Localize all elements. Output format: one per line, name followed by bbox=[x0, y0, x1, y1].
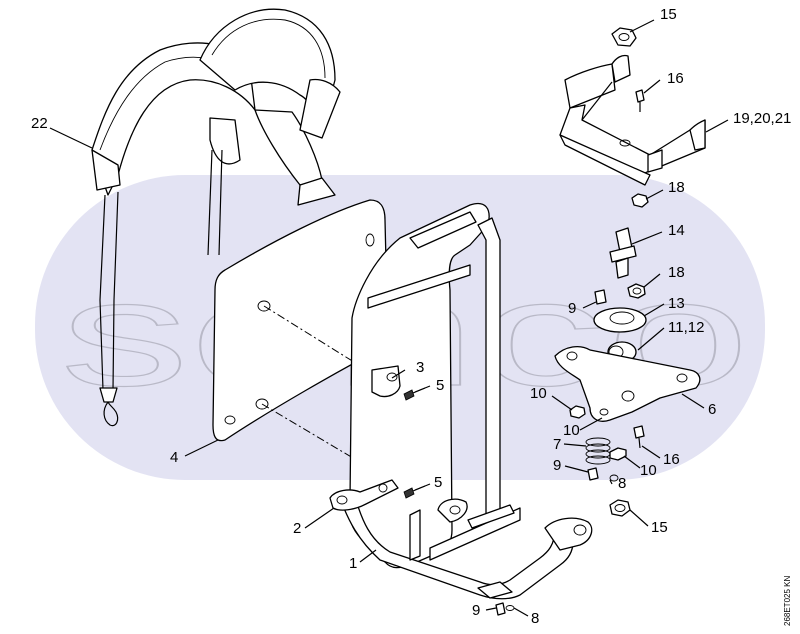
callout-5-upper: 5 bbox=[436, 377, 445, 394]
callout-3: 3 bbox=[416, 359, 425, 376]
callout-9-upper: 9 bbox=[568, 300, 577, 317]
callout-10-left: 10 bbox=[530, 385, 547, 402]
nut-18-lower bbox=[627, 283, 646, 299]
callout-4: 4 bbox=[170, 449, 179, 466]
callout-9-lower: 9 bbox=[553, 457, 562, 474]
screw-9-lower bbox=[587, 467, 599, 481]
clamp-upper bbox=[371, 365, 401, 398]
callout-13: 13 bbox=[668, 295, 685, 312]
nut-18-upper bbox=[631, 193, 649, 208]
callout-11-12: 11,12 bbox=[668, 319, 705, 336]
screw-bracket bbox=[635, 89, 645, 112]
callout-16-top: 16 bbox=[667, 70, 684, 87]
callout-18-lower: 18 bbox=[668, 264, 685, 281]
callout-9-bottom: 9 bbox=[472, 602, 481, 619]
callout-18-upper: 18 bbox=[668, 179, 685, 196]
washer-8 bbox=[609, 474, 619, 482]
callout-22: 22 bbox=[31, 115, 48, 132]
clamp-lower bbox=[329, 479, 399, 511]
harness-strap bbox=[91, 8, 341, 427]
nut-10-left bbox=[569, 405, 586, 419]
nut-10-mid bbox=[609, 447, 627, 461]
spring-7 bbox=[585, 437, 611, 465]
callout-2: 2 bbox=[293, 520, 302, 537]
washer-13 bbox=[593, 307, 647, 333]
callout-14: 14 bbox=[668, 222, 685, 239]
callout-1: 1 bbox=[349, 555, 358, 572]
callout-19-20-21: 19,20,21 bbox=[733, 110, 792, 127]
screw-9-bottom bbox=[495, 602, 515, 616]
av-element-14 bbox=[609, 227, 637, 279]
callout-8-lower: 8 bbox=[618, 475, 627, 492]
callout-8-bottom: 8 bbox=[531, 610, 540, 627]
screw-9-upper bbox=[594, 289, 607, 305]
callout-6: 6 bbox=[708, 401, 717, 418]
plate-6 bbox=[554, 345, 701, 422]
drawing-code: 268ET025 KN bbox=[783, 575, 792, 626]
callout-15-lower: 15 bbox=[651, 519, 668, 536]
callout-5-lower: 5 bbox=[434, 474, 443, 491]
callout-16-lower: 16 bbox=[663, 451, 680, 468]
screw-16-lower bbox=[633, 425, 645, 449]
callout-10-right: 10 bbox=[640, 462, 657, 479]
back-plate bbox=[212, 199, 389, 475]
callout-7: 7 bbox=[553, 436, 562, 453]
callout-10-mid: 10 bbox=[563, 422, 580, 439]
nut-top bbox=[611, 27, 637, 47]
nut-15-lower bbox=[609, 499, 631, 517]
callout-15-top: 15 bbox=[660, 6, 677, 23]
leader-lines bbox=[49, 19, 729, 617]
carrying-frame bbox=[339, 202, 593, 600]
mount-bracket bbox=[559, 54, 706, 186]
